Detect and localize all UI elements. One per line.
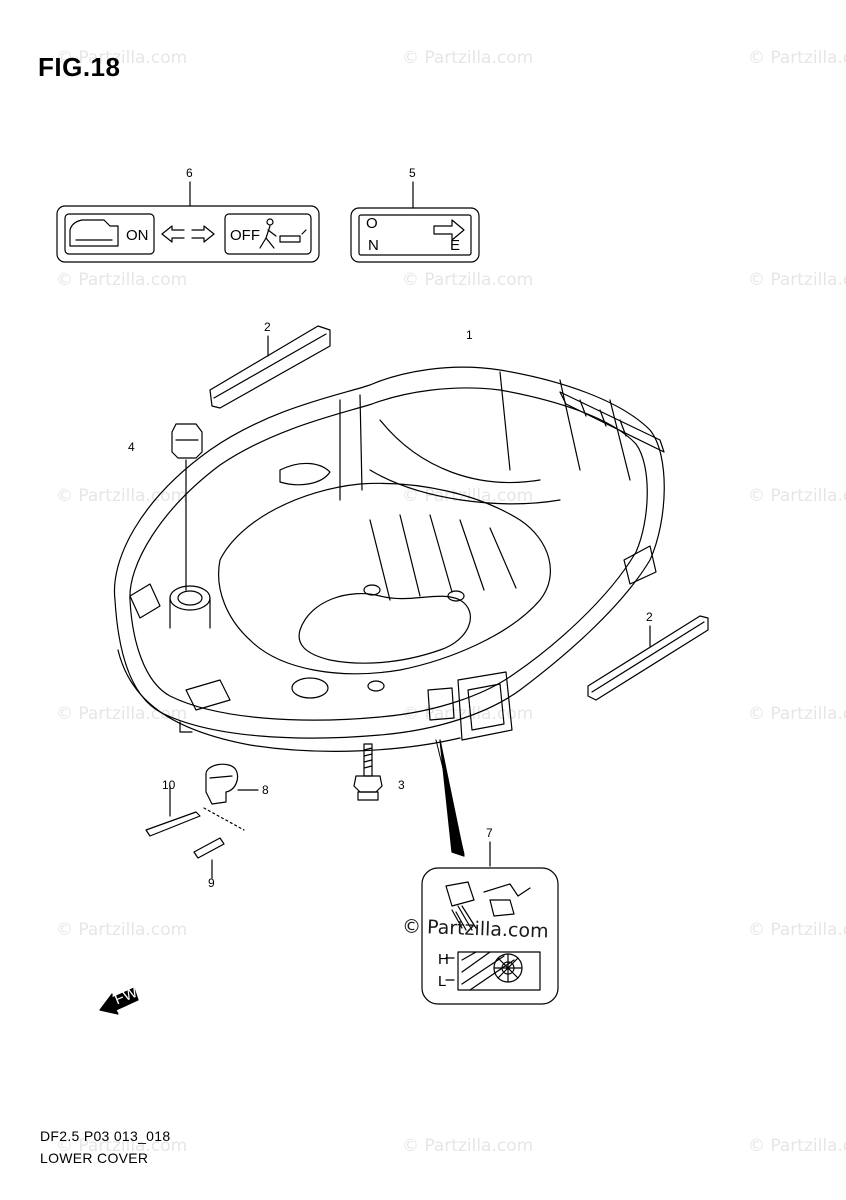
callout-1: 1	[466, 328, 473, 342]
footer-name: LOWER COVER	[40, 1150, 149, 1166]
fwd-label: FWD	[112, 980, 150, 1009]
callout-4: 4	[128, 440, 135, 454]
watermark: © Partzilla.com	[402, 270, 534, 290]
part-1-lower-cover	[113, 366, 665, 752]
decal-on-label: ON	[126, 227, 149, 244]
callout-5: 5	[409, 166, 416, 180]
part-2-strip-upper	[209, 325, 331, 409]
callout-3: 3	[398, 778, 405, 792]
watermark: © Partzilla.com	[56, 1136, 188, 1156]
watermark: © Partzilla.com	[748, 920, 846, 940]
watermark: © Partzilla.com	[56, 48, 188, 68]
callout-10: 10	[162, 778, 176, 792]
engine-icon	[69, 219, 119, 247]
person-icon	[266, 218, 274, 226]
footer-code: DF2.5 P03 013_018	[40, 1128, 171, 1144]
double-arrow-icon	[161, 225, 185, 235]
decal-e-label: E	[450, 237, 460, 254]
watermark: © Partzilla.com	[56, 270, 188, 290]
part-10-pin	[145, 785, 201, 837]
watermark: © Partzilla.com	[748, 486, 846, 506]
watermark: © Partzilla.com	[748, 270, 846, 290]
decal-off-label: OFF	[230, 227, 260, 244]
decal-o-label: O	[366, 215, 378, 232]
callout-8: 8	[262, 783, 269, 797]
callout-9: 9	[208, 876, 215, 890]
figure-title: FIG.18	[38, 52, 121, 82]
decal-on-off	[56, 181, 320, 263]
part-4-plug	[171, 423, 203, 591]
watermark: © Partzilla.com	[748, 48, 846, 68]
watermark: © Partzilla.com	[56, 920, 188, 940]
part-8-clamp	[203, 763, 259, 831]
callout-6: 6	[186, 166, 193, 180]
callout-7: 7	[486, 826, 493, 840]
watermark: © Partzilla.com	[748, 1136, 846, 1156]
oil-high-label: H	[438, 951, 449, 968]
part-9-pin	[193, 837, 225, 879]
forward-arrow-icon	[99, 987, 139, 1015]
watermark: © Partzilla.com	[402, 48, 534, 68]
oil-can-icon	[483, 883, 531, 917]
callout-2-upper: 2	[264, 320, 271, 334]
callout-2-lower: 2	[646, 610, 653, 624]
part-3-bolt	[353, 743, 383, 801]
oil-cap-icon	[445, 881, 475, 907]
oil-low-label: L	[438, 973, 446, 990]
part-2-strip-lower	[587, 615, 709, 701]
part-7-oil-label	[421, 739, 559, 1005]
decal-neutral	[350, 181, 480, 263]
watermark: © Partzilla.com	[748, 704, 846, 724]
decal-n-label: N	[368, 237, 379, 254]
arrow-icon	[433, 219, 465, 241]
boss-hole	[169, 585, 211, 611]
watermark: © Partzilla.com	[402, 1136, 534, 1156]
